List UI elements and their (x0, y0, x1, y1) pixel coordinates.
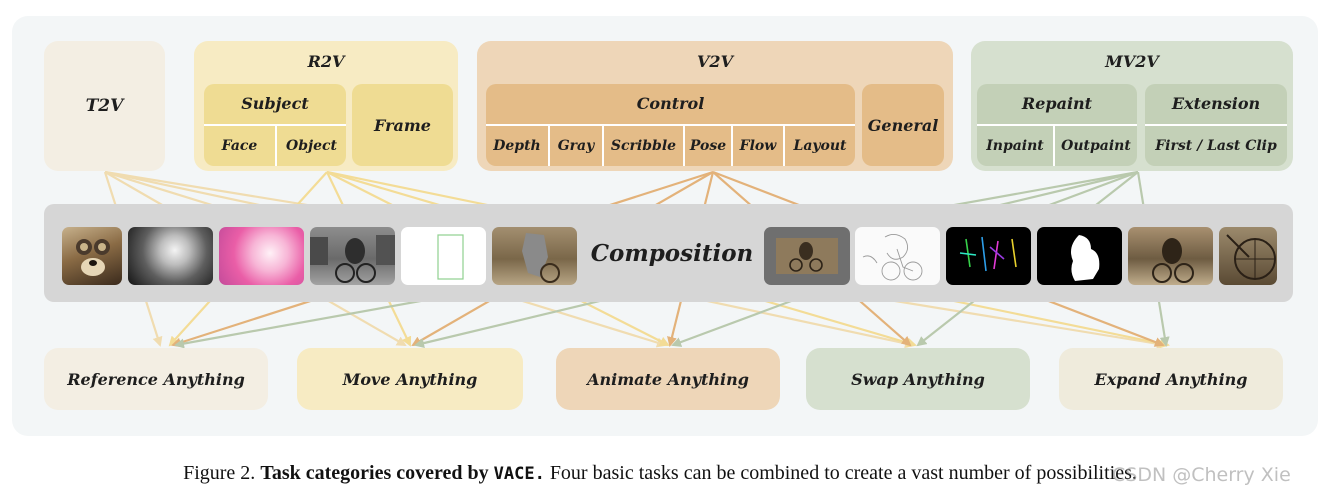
mv2v-title: MV2V (1105, 52, 1159, 71)
t2v-label: T2V (85, 96, 124, 116)
control-label: Control (636, 94, 705, 113)
inpaint-label: Inpaint (986, 138, 1044, 154)
general-box (862, 84, 944, 166)
scribble-label: Scribble (610, 138, 677, 154)
animate-anything-label: Animate Anything (587, 370, 749, 389)
scribble-thumbnail (855, 227, 940, 285)
depth-label: Depth (493, 138, 541, 154)
composition-label: Composition (590, 240, 754, 267)
reference-anything-label: Reference Anything (67, 370, 245, 389)
frame-box (352, 84, 453, 166)
repaint-divider (977, 124, 1137, 126)
watermark: CSDN @Cherry Xie (1112, 464, 1291, 486)
caption-bold: Task categories covered by (260, 462, 489, 484)
r2v-title: R2V (307, 52, 345, 71)
swap-anything-label: Swap Anything (851, 370, 985, 389)
frame-label: Frame (374, 116, 431, 135)
wheel-closeup-thumbnail (1219, 227, 1277, 285)
subject-label: Subject (241, 94, 309, 113)
mask-thumbnail (1037, 227, 1122, 285)
general-label: General (867, 116, 939, 135)
gray-label: Gray (557, 138, 595, 154)
first-last-clip-label: First / Last Clip (1155, 138, 1277, 154)
masked-cyclist-thumbnail (492, 227, 577, 285)
caption-rest: Four basic tasks can be combined to crea… (549, 462, 1137, 484)
animate-anything-box (556, 348, 780, 410)
expand-anything-label: Expand Anything (1094, 370, 1248, 389)
dog-goggles-thumbnail (62, 227, 122, 285)
face-label: Face (221, 138, 258, 154)
cyclist-gray-thumbnail (310, 227, 395, 285)
caption-prefix: Figure 2. (183, 462, 256, 484)
control-split-5 (783, 124, 785, 166)
pose-label: Pose (689, 138, 727, 154)
control-divider (486, 124, 855, 126)
repaint-label: Repaint (1021, 94, 1093, 113)
layout-label: Layout (793, 138, 847, 154)
t2v-box (44, 41, 165, 171)
swap-anything-box (806, 348, 1030, 410)
flow-label: Flow (739, 138, 777, 154)
object-label: Object (286, 138, 337, 154)
extension-divider (1145, 124, 1287, 126)
layout-box-thumbnail (401, 227, 486, 285)
reference-anything-box (44, 348, 268, 410)
repaint-split (1053, 124, 1055, 166)
pose-thumbnail (946, 227, 1031, 285)
control-split-2 (602, 124, 604, 166)
flow-map-thumbnail (219, 227, 304, 285)
outpaint-label: Outpaint (1061, 138, 1131, 154)
outpaint-frame-thumbnail (764, 227, 850, 285)
depth-map-thumbnail (128, 227, 213, 285)
v2v-title: V2V (697, 52, 733, 71)
move-anything-box (297, 348, 523, 410)
figure-caption: Figure 2. Task categories covered by VAC… (0, 462, 1320, 485)
caption-vace: VACE. (493, 464, 545, 484)
expand-anything-box (1059, 348, 1283, 410)
cyclist-sepia-thumbnail (1128, 227, 1213, 285)
control-split-1 (548, 124, 550, 166)
move-anything-label: Move Anything (342, 370, 478, 389)
control-split-4 (731, 124, 733, 166)
control-split-3 (683, 124, 685, 166)
extension-label: Extension (1171, 94, 1261, 113)
subject-split (275, 124, 277, 166)
